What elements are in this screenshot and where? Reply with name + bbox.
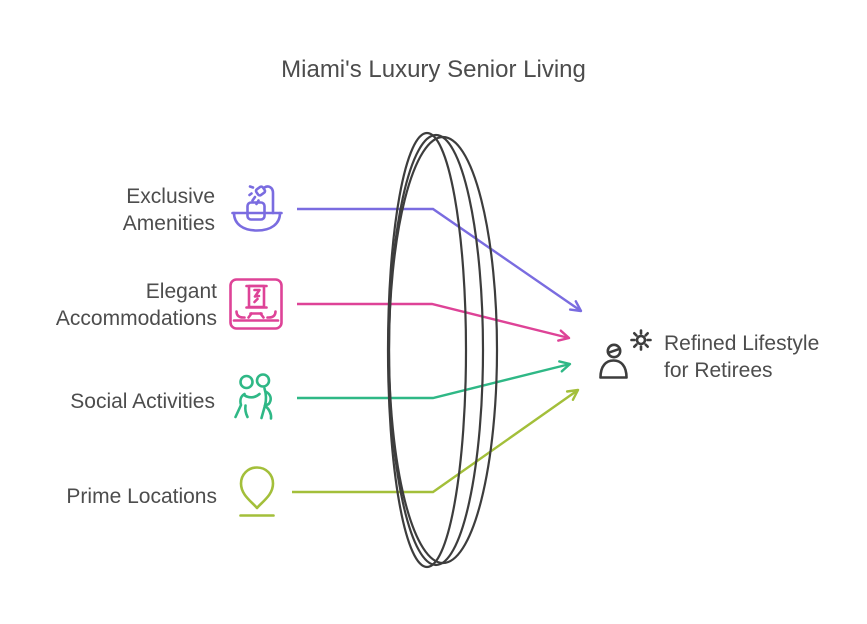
person-sun-icon [599,329,652,379]
diagram-title: Miami's Luxury Senior Living [281,56,586,83]
feature-label-social-activities: Social Activities [70,390,215,413]
location-pin-icon [239,466,275,517]
elegant-accommodations-arrow [297,302,570,340]
prime-locations-arrow-head [565,388,580,401]
exclusive-amenities-arrow [297,207,582,312]
exclusive-amenities-arrow-head [568,300,583,313]
lens-ellipse [387,135,499,565]
feature-label-prime-locations: Prime Locations [66,485,217,508]
prime-locations-arrow [292,389,579,494]
elegant-accommodations-arrow-head [557,329,571,342]
lens-ellipse [387,133,485,567]
feature-label-exclusive-amenities: Exclusive Amenities [122,185,215,235]
dancing-people-icon [234,373,273,420]
social-activities-arrow-head [558,360,572,373]
social-activities-arrow [297,362,571,400]
lens-ellipse [386,131,468,569]
feature-label-elegant-accommodations: Elegant Accommodations [55,280,217,330]
result-label: Refined Lifestyle for Retirees [664,332,820,382]
room-furniture-icon [229,278,283,330]
bath-shower-icon [231,185,283,232]
